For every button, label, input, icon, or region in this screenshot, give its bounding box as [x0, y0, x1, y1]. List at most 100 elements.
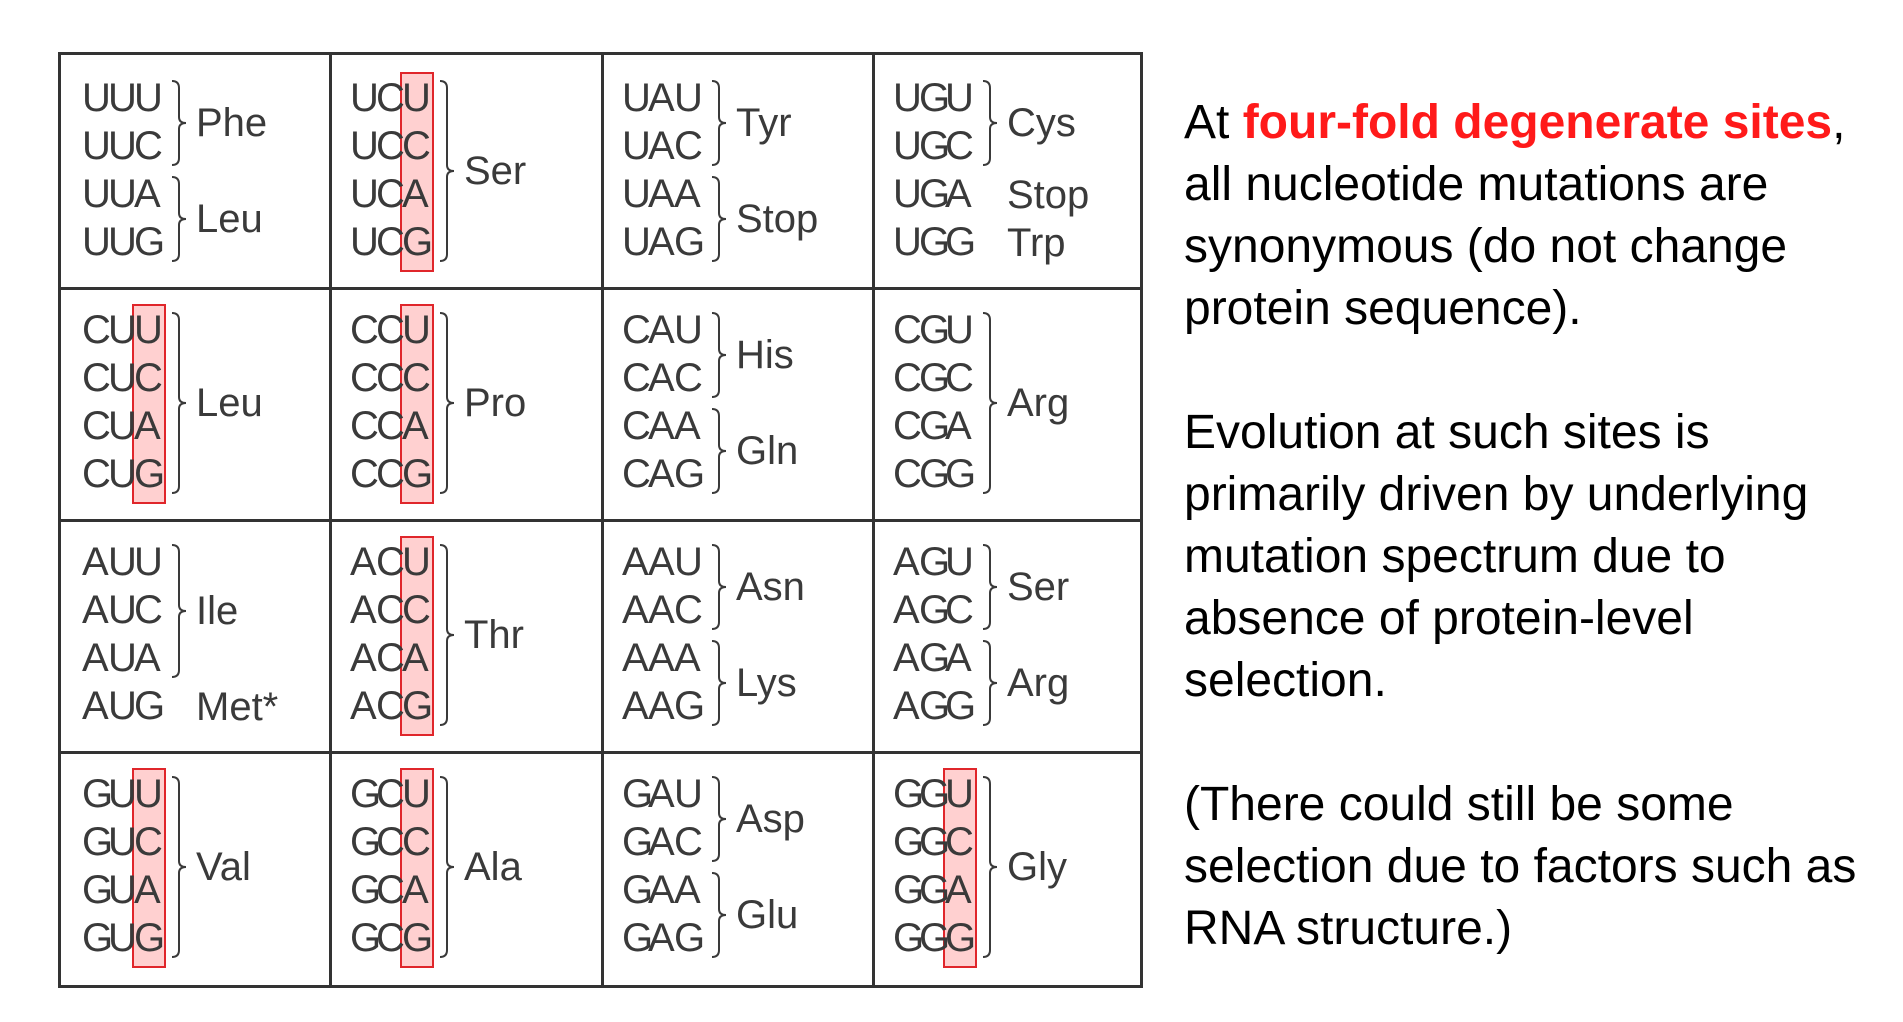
nucleotide: A [893, 540, 920, 584]
nucleotide: U [945, 772, 974, 816]
codon: UUG [82, 218, 165, 266]
nucleotide: U [108, 820, 137, 864]
nucleotide: G [919, 636, 951, 680]
amino-acid-label: Asn [736, 565, 805, 609]
amino-acid-label: Leu [196, 197, 263, 241]
brace [982, 640, 998, 726]
codon: CAU [622, 306, 703, 354]
nucleotide: G [622, 820, 654, 864]
nucleotide: U [674, 308, 703, 352]
codon: UAA [622, 170, 701, 218]
nucleotide: G [134, 916, 166, 960]
nucleotide: U [82, 76, 111, 120]
brace [711, 176, 727, 262]
brace [711, 408, 727, 494]
nucleotide: C [622, 308, 651, 352]
brace [171, 776, 187, 958]
third-position-highlight [943, 768, 977, 968]
grid-line [61, 751, 1140, 754]
codon: GGU [893, 770, 974, 818]
nucleotide: U [108, 588, 137, 632]
nucleotide: U [108, 540, 137, 584]
nucleotide: G [82, 772, 114, 816]
nucleotide: G [402, 452, 434, 496]
nucleotide: G [919, 868, 951, 912]
nucleotide: A [648, 172, 675, 216]
nucleotide: A [648, 540, 675, 584]
nucleotide: U [674, 76, 703, 120]
brace [711, 640, 727, 726]
nucleotide: U [82, 220, 111, 264]
codon: CAA [622, 402, 701, 450]
nucleotide: U [108, 636, 137, 680]
nucleotide: C [82, 404, 111, 448]
codon: GGG [893, 914, 976, 962]
nucleotide: A [648, 404, 675, 448]
nucleotide: U [350, 76, 379, 120]
brace [711, 312, 727, 398]
nucleotide: A [674, 636, 701, 680]
nucleotide: A [134, 404, 161, 448]
nucleotide: G [350, 868, 382, 912]
nucleotide: G [82, 916, 114, 960]
amino-acid-label: Leu [196, 381, 263, 425]
nucleotide: A [350, 540, 377, 584]
nucleotide: G [350, 820, 382, 864]
nucleotide: G [674, 220, 706, 264]
codon: CUA [82, 402, 161, 450]
nucleotide: U [108, 220, 137, 264]
nucleotide: C [376, 76, 405, 120]
codon: CCU [350, 306, 431, 354]
nucleotide: G [919, 76, 951, 120]
nucleotide: A [402, 868, 429, 912]
nucleotide: C [350, 404, 379, 448]
nucleotide: A [648, 916, 675, 960]
nucleotide: G [919, 772, 951, 816]
nucleotide: C [945, 820, 974, 864]
nucleotide: C [674, 124, 703, 168]
nucleotide: A [648, 452, 675, 496]
description-paragraph-3: (There could still be some selection due… [1184, 778, 1857, 955]
amino-acid-label: Met* [196, 685, 279, 729]
nucleotide: G [919, 356, 951, 400]
codon: CGG [893, 450, 976, 498]
nucleotide: U [402, 772, 431, 816]
nucleotide: U [108, 916, 137, 960]
codon: CUG [82, 450, 166, 498]
codon: UAU [622, 74, 703, 122]
nucleotide: A [622, 636, 649, 680]
codon: UCU [350, 74, 431, 122]
amino-acid-label: Val [196, 845, 251, 889]
amino-acid-label: Phe [196, 101, 268, 145]
nucleotide: C [376, 404, 405, 448]
codon: GUC [82, 818, 163, 866]
codon: ACC [350, 586, 431, 634]
nucleotide: C [945, 124, 974, 168]
codon: CAG [622, 450, 705, 498]
codon: AGU [893, 538, 974, 586]
codon: AUC [82, 586, 163, 634]
nucleotide: G [134, 452, 166, 496]
amino-acid-label: Arg [1007, 381, 1070, 425]
nucleotide: A [350, 588, 377, 632]
nucleotide: C [893, 356, 922, 400]
nucleotide: G [919, 540, 951, 584]
nucleotide: A [648, 356, 675, 400]
nucleotide: U [350, 124, 379, 168]
nucleotide: G [893, 868, 925, 912]
nucleotide: A [134, 172, 161, 216]
codon: CUU [82, 306, 163, 354]
nucleotide: G [919, 172, 951, 216]
nucleotide: C [402, 356, 431, 400]
nucleotide: A [648, 124, 675, 168]
nucleotide: C [622, 404, 651, 448]
codon: UCG [350, 218, 433, 266]
nucleotide: C [376, 916, 405, 960]
nucleotide: A [648, 820, 675, 864]
nucleotide: A [402, 636, 429, 680]
